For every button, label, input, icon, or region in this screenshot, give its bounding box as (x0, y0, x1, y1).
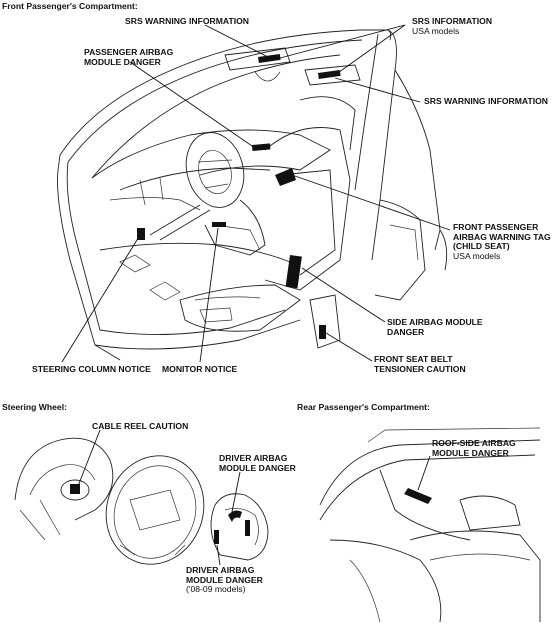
label-side-airbag-line2: DANGER (387, 326, 425, 337)
section-title-front: Front Passenger's Compartment: (2, 1, 138, 11)
rear-compartment-drawing (319, 427, 541, 623)
label-passenger-airbag-line2: MODULE DANGER (84, 56, 161, 67)
label-driver-airbag-line1: DRIVER AIRBAG (219, 453, 288, 463)
label-passenger-airbag: PASSENGER AIRBAG MODULE DANGER (84, 47, 174, 67)
label-driver-airbag-line2: MODULE DANGER (219, 462, 296, 473)
label-roof-airbag-line2: MODULE DANGER (432, 447, 509, 458)
label-fp-tag-line3: (CHILD SEAT) (453, 241, 510, 251)
car-interior-drawing (57, 29, 448, 361)
label-side-airbag: SIDE AIRBAG MODULE DANGER (387, 317, 483, 337)
label-roof-airbag-line1: ROOF-SIDE AIRBAG (432, 438, 516, 448)
label-srs-warning-right: SRS WARNING INFORMATION (424, 96, 548, 106)
label-srs-information-title: SRS INFORMATION (412, 16, 493, 26)
label-fp-tag-sub: USA models (453, 250, 501, 261)
label-driver-airbag-0809: DRIVER AIRBAG MODULE DANGER ('08-09 mode… (186, 565, 263, 595)
label-fp-tag-line2: AIRBAG WARNING TAG (453, 231, 551, 242)
section-title-rear: Rear Passenger's Compartment: (297, 402, 430, 412)
label-seat-belt-tensioner: FRONT SEAT BELT TENSIONER CAUTION (374, 354, 466, 374)
label-seatbelt-line2: TENSIONER CAUTION (374, 363, 466, 374)
section-title-steering: Steering Wheel: (2, 402, 67, 412)
label-srs-warning-top: SRS WARNING INFORMATION (125, 16, 249, 26)
label-driver-airbag2-line1: DRIVER AIRBAG (186, 565, 255, 575)
label-fp-tag-line1: FRONT PASSENGER (453, 222, 539, 232)
label-srs-information-sub: USA models (412, 25, 460, 36)
label-side-airbag-line1: SIDE AIRBAG MODULE (387, 317, 483, 327)
label-driver-airbag: DRIVER AIRBAG MODULE DANGER (219, 453, 296, 473)
label-roof-side-airbag: ROOF-SIDE AIRBAG MODULE DANGER (432, 438, 516, 458)
label-driver-airbag2-sub: ('08-09 models) (186, 584, 246, 594)
label-cable-reel: CABLE REEL CAUTION (92, 421, 189, 431)
label-passenger-airbag-line1: PASSENGER AIRBAG (84, 47, 174, 57)
label-monitor-notice: MONITOR NOTICE (162, 364, 238, 374)
label-driver-airbag2-line2: MODULE DANGER (186, 574, 263, 585)
label-srs-information: SRS INFORMATION USA models (412, 16, 493, 36)
label-seatbelt-line1: FRONT SEAT BELT (374, 354, 453, 364)
label-front-passenger-tag: FRONT PASSENGER AIRBAG WARNING TAG (CHIL… (453, 222, 551, 261)
steering-wheel-drawing (14, 437, 269, 565)
label-steering-column: STEERING COLUMN NOTICE (32, 364, 151, 374)
